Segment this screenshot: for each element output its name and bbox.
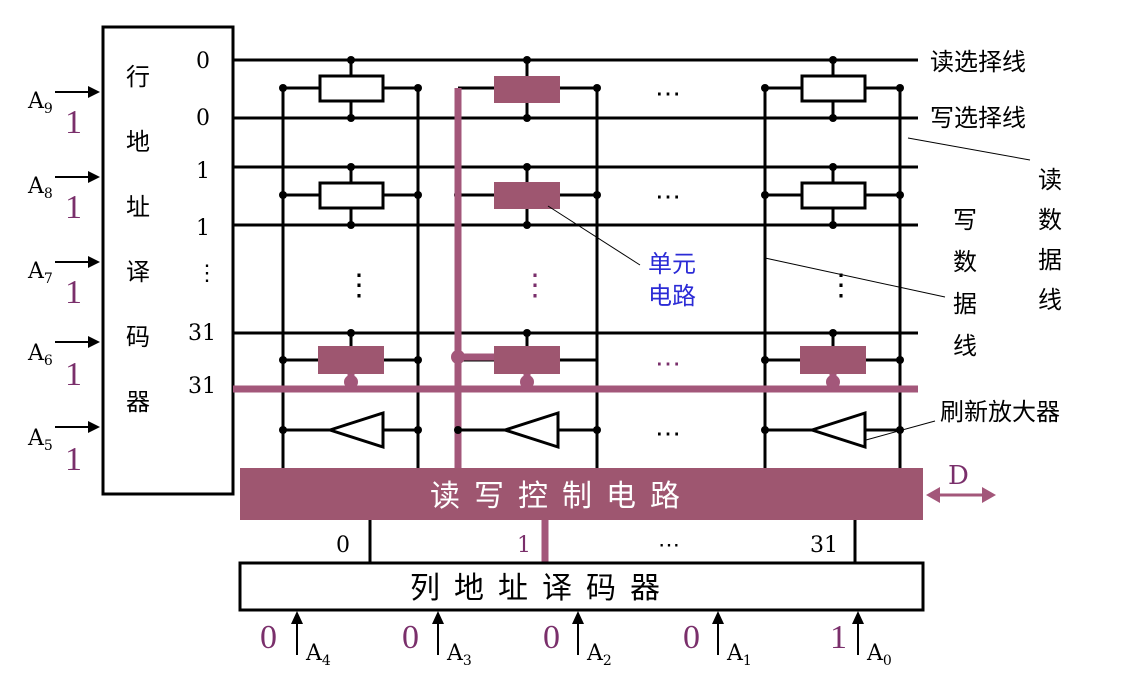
vertical-ellipsis: ⋮ [520, 268, 550, 303]
cell-circuit-filled [494, 182, 560, 209]
column-output-label: ⋯ [658, 533, 680, 558]
svg-text:线: 线 [1038, 286, 1062, 314]
svg-text:据: 据 [953, 290, 977, 318]
svg-text:0: 0 [260, 619, 277, 656]
row-address-input-a6: A6 1 [27, 336, 100, 393]
row-output-label: 0 [196, 49, 210, 74]
rw-control-circuit [240, 468, 923, 520]
cell-circuit [765, 167, 900, 225]
row-output-label: ⋮ [196, 261, 218, 286]
row-address-input-a7: A7 1 [27, 256, 100, 311]
svg-text:A2: A2 [586, 641, 612, 669]
rw-control-label: 读写控制电路 [430, 479, 694, 514]
row-decoder-box [101, 25, 235, 496]
cell-circuit-filled [318, 346, 384, 374]
row-address-value: 1 [65, 441, 82, 478]
row-decoder-char: 行 [126, 63, 150, 91]
svg-text:0: 0 [683, 619, 700, 656]
row-output-label: 1 [196, 216, 210, 241]
cell-circuit [283, 167, 418, 225]
row-address-input-a5: A5 1 [27, 421, 100, 478]
column-output-label: 1 [517, 533, 531, 558]
column-address-inputs: 0 A4 0 A3 0 A2 0 A1 1 A0 [260, 611, 892, 669]
column-decoder-box [238, 561, 925, 612]
svg-text:0: 0 [543, 619, 560, 656]
row-output-label: 31 [188, 374, 216, 399]
cell-circuit-label-line2: 电路 [648, 282, 696, 310]
svg-text:A7: A7 [27, 259, 53, 287]
horizontal-ellipsis: ⋯ [655, 349, 681, 379]
cell-circuit-filled [494, 346, 560, 374]
row-decoder-char: 地 [126, 128, 150, 156]
cell-circuit [765, 60, 900, 118]
svg-text:线: 线 [953, 332, 977, 360]
cell-circuit [283, 60, 418, 118]
svg-text:数: 数 [1038, 206, 1062, 234]
column-decoder-label: 列地址译码器 [410, 571, 674, 606]
row-decoder-char: 译 [126, 258, 150, 286]
cell-circuit-filled [800, 346, 866, 374]
column-output-label: 0 [336, 533, 350, 558]
row-address-value: 1 [65, 356, 82, 393]
svg-text:1: 1 [830, 619, 847, 656]
column-lines [281, 88, 902, 468]
horizontal-ellipsis: ⋯ [655, 79, 681, 109]
svg-text:A4: A4 [305, 641, 331, 669]
read-data-line-label: 读 数 据 线 [1038, 166, 1062, 314]
column-address-input-a4: 0 A4 [260, 611, 331, 669]
row-output-label: 31 [188, 321, 216, 346]
vertical-ellipsis: ⋮ [826, 268, 856, 303]
row-decoder-char: 器 [126, 388, 150, 416]
data-io-label: D [948, 461, 969, 491]
column-address-input-a3: 0 A3 [402, 611, 472, 669]
row-decoder-label: 行 地 址 译 码 器 [126, 63, 150, 416]
row-decoder-char: 址 [126, 193, 150, 221]
write-select-line-label: 写选择线 [930, 104, 1026, 132]
row-address-value: 1 [65, 104, 82, 141]
data-io-arrow: D [926, 461, 996, 503]
horizontal-ellipsis: ⋯ [655, 419, 681, 449]
cell-circuits [283, 60, 900, 225]
row-decoder-char: 码 [126, 323, 150, 351]
svg-text:0: 0 [402, 619, 419, 656]
svg-text:A0: A0 [866, 641, 892, 669]
column-address-input-a0: 1 A0 [830, 611, 892, 669]
horizontal-ellipsis: ⋯ [655, 182, 681, 212]
row-output-label: 1 [196, 159, 210, 184]
svg-text:A3: A3 [446, 641, 472, 669]
vertical-ellipsis: ⋮ [344, 268, 374, 303]
svg-text:A5: A5 [27, 426, 53, 454]
row-address-inputs: A9 1 A8 1 A7 1 A6 1 A5 1 [27, 86, 100, 478]
cell-circuit-label-line1: 单元 [648, 250, 696, 278]
cell-circuit-filled [494, 76, 560, 103]
row-address-input-a8: A8 1 [27, 171, 100, 226]
svg-text:A8: A8 [27, 174, 53, 202]
svg-text:A1: A1 [726, 641, 752, 669]
row-address-input-a9: A9 1 [27, 86, 100, 141]
read-select-line-label: 读选择线 [930, 48, 1026, 76]
column-address-input-a1: 0 A1 [683, 611, 752, 669]
refresh-amplifiers [283, 410, 900, 450]
svg-text:读: 读 [1038, 166, 1062, 194]
svg-text:A6: A6 [27, 341, 53, 369]
svg-text:A9: A9 [27, 89, 53, 117]
row-output-label: 0 [196, 106, 210, 131]
column-address-input-a2: 0 A2 [543, 611, 612, 669]
svg-text:据: 据 [1038, 246, 1062, 274]
refresh-amplifier-label: 刷新放大器 [940, 398, 1060, 426]
column-output-label: 31 [810, 533, 838, 558]
row-address-value: 1 [65, 189, 82, 226]
row-address-value: 1 [65, 274, 82, 311]
write-data-line-label: 写 数 据 线 [953, 206, 977, 360]
svg-text:写: 写 [953, 206, 977, 234]
svg-text:数: 数 [953, 248, 977, 276]
